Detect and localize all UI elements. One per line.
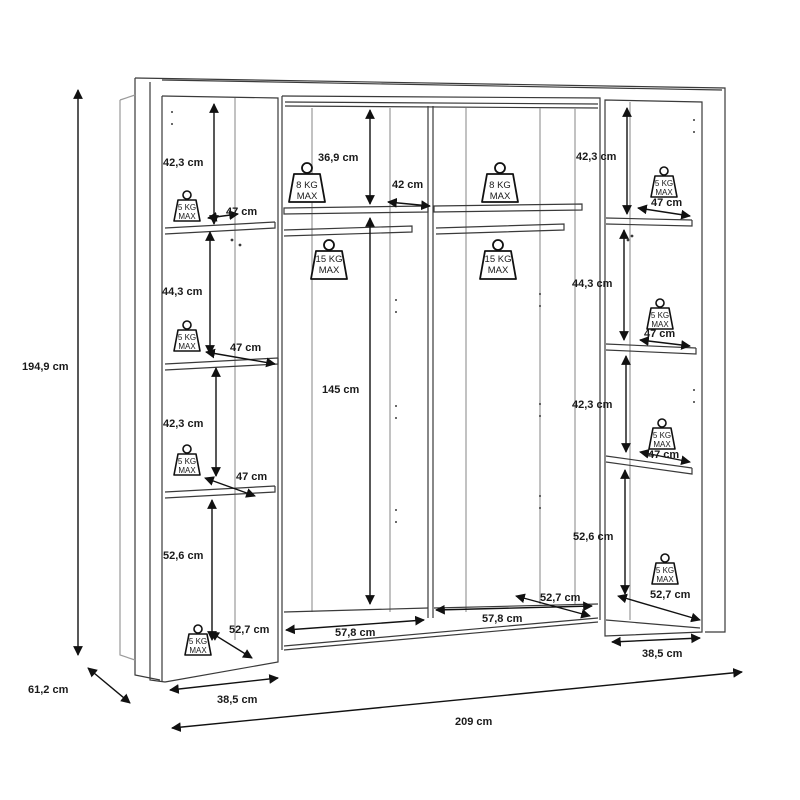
- right-bottom-depth-label: 52,7 cm: [650, 589, 691, 601]
- right-width-label: 38,5 cm: [642, 648, 683, 660]
- weight-icon: 5 KG MAX: [173, 320, 201, 352]
- right-shelf-2-depth-label: 47 cm: [644, 328, 675, 340]
- svg-text:8 KG: 8 KG: [296, 180, 318, 191]
- overall-width-label: 209 cm: [455, 716, 493, 728]
- svg-text:15 KG: 15 KG: [316, 254, 343, 265]
- wardrobe-structure: [119, 77, 726, 683]
- middle-hanging-height-label: 145 cm: [322, 384, 360, 396]
- svg-text:MAX: MAX: [178, 466, 196, 475]
- svg-text:MAX: MAX: [319, 265, 340, 276]
- weight-icon: 15 KG MAX: [310, 239, 348, 280]
- right-shelf-1-depth-label: 47 cm: [651, 197, 682, 209]
- left-shelf-3-depth-label: 47 cm: [236, 471, 267, 483]
- left-gap-3-label: 42,3 cm: [163, 418, 204, 430]
- weight-icon: 5 KG MAX: [646, 298, 674, 330]
- weight-icon: 5 KG MAX: [648, 418, 676, 450]
- svg-text:5 KG: 5 KG: [178, 333, 196, 342]
- left-gap-4-label: 52,6 cm: [163, 550, 204, 562]
- svg-text:MAX: MAX: [178, 342, 196, 351]
- right-shelf-3-depth-label: 47 cm: [648, 449, 679, 461]
- left-shelf-1-depth-label: 47 cm: [226, 206, 257, 218]
- weight-icon: 8 KG MAX: [481, 162, 519, 203]
- svg-text:MAX: MAX: [297, 191, 318, 202]
- left-shelf-2-depth-label: 47 cm: [230, 342, 261, 354]
- weight-icon: 8 KG MAX: [288, 162, 326, 203]
- svg-text:MAX: MAX: [490, 191, 511, 202]
- left-bottom-depth-label: 52,7 cm: [229, 624, 270, 636]
- right-gap-4-label: 52,6 cm: [573, 531, 614, 543]
- svg-text:8 KG: 8 KG: [489, 180, 511, 191]
- weight-icon: 15 KG MAX: [479, 239, 517, 280]
- middle-top-gap-label: 36,9 cm: [318, 152, 359, 164]
- svg-text:5 KG: 5 KG: [656, 566, 674, 575]
- overall-depth-label: 61,2 cm: [28, 684, 69, 696]
- svg-text:5 KG: 5 KG: [653, 431, 671, 440]
- weight-icon: 5 KG MAX: [651, 553, 679, 585]
- overall-height-label: 194,9 cm: [22, 361, 69, 373]
- left-width-label: 38,5 cm: [217, 694, 258, 706]
- svg-text:MAX: MAX: [189, 646, 207, 655]
- svg-text:5 KG: 5 KG: [655, 179, 673, 188]
- svg-text:MAX: MAX: [651, 320, 669, 329]
- left-gap-2-label: 44,3 cm: [162, 286, 203, 298]
- weight-icon: 5 KG MAX: [650, 166, 678, 198]
- right-gap-3-label: 42,3 cm: [572, 399, 613, 411]
- dimension-arrows: [73, 89, 743, 733]
- svg-text:15 KG: 15 KG: [485, 254, 512, 265]
- svg-text:MAX: MAX: [656, 575, 674, 584]
- right-gap-1-label: 42,3 cm: [576, 151, 617, 163]
- middle-bottom-width-2-label: 57,8 cm: [482, 613, 523, 625]
- right-gap-2-label: 44,3 cm: [572, 278, 613, 290]
- middle-bottom-depth-label: 52,7 cm: [540, 592, 581, 604]
- left-gap-1-label: 42,3 cm: [163, 157, 204, 169]
- svg-text:MAX: MAX: [178, 212, 196, 221]
- middle-top-shelf-depth-label: 42 cm: [392, 179, 423, 191]
- weight-icon: 5 KG MAX: [184, 624, 212, 656]
- middle-bottom-width-1-label: 57,8 cm: [335, 627, 376, 639]
- weight-icon: 5 KG MAX: [173, 444, 201, 476]
- svg-text:MAX: MAX: [488, 265, 509, 276]
- svg-text:5 KG: 5 KG: [651, 311, 669, 320]
- svg-text:5 KG: 5 KG: [178, 457, 196, 466]
- svg-text:MAX: MAX: [655, 188, 673, 197]
- svg-text:MAX: MAX: [653, 440, 671, 449]
- svg-text:5 KG: 5 KG: [178, 203, 196, 212]
- svg-text:5 KG: 5 KG: [189, 637, 207, 646]
- weight-icon: 5 KG MAX: [173, 190, 201, 222]
